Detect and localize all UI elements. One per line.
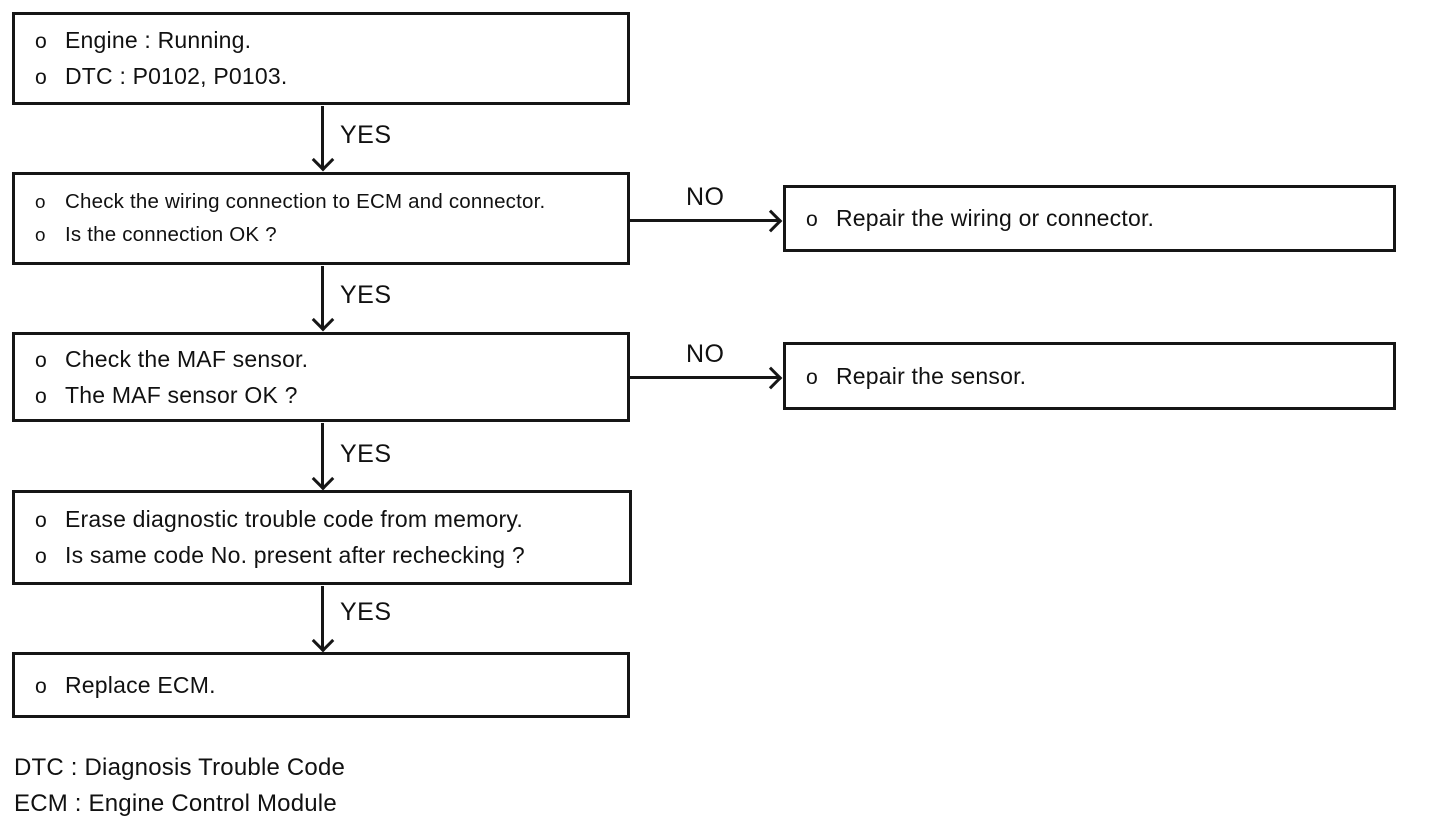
flow-line: o Erase diagnostic trouble code from mem… <box>35 506 615 533</box>
edge-label-yes-2: YES <box>340 281 392 309</box>
arrow-right-icon <box>630 219 780 222</box>
bullet-marker: o <box>35 384 47 408</box>
flow-line: o DTC : P0102, P0103. <box>35 63 613 90</box>
bullet-marker: o <box>35 674 47 698</box>
edge-label-yes-3: YES <box>340 440 392 468</box>
flow-text: Repair the sensor. <box>836 362 1027 389</box>
bullet-marker: o <box>35 545 47 568</box>
bullet-marker: o <box>35 348 47 372</box>
flow-text: Replace ECM. <box>65 671 216 698</box>
flow-line: o Repair the sensor. <box>806 363 1379 390</box>
flow-line: o Check the wiring connection to ECM and… <box>35 190 613 214</box>
edge-label-no-2: NO <box>686 340 725 368</box>
edge-label-yes-4: YES <box>340 598 392 626</box>
flow-text: Check the wiring connection to ECM and c… <box>65 190 546 213</box>
flow-text: Check the MAF sensor. <box>65 345 309 372</box>
flow-line: o Check the MAF sensor. <box>35 346 613 373</box>
edge-label-yes-1: YES <box>340 121 392 149</box>
flow-line: o Repair the wiring or connector. <box>806 205 1379 232</box>
flow-line: o Engine : Running. <box>35 27 613 54</box>
arrow-down-icon <box>321 423 324 488</box>
flow-text: Erase diagnostic trouble code from memor… <box>65 506 523 532</box>
flow-box-repair-wiring: o Repair the wiring or connector. <box>783 185 1396 252</box>
flow-text: DTC : P0102, P0103. <box>65 63 288 89</box>
bullet-marker: o <box>806 365 818 389</box>
flow-box-start: o Engine : Running. o DTC : P0102, P0103… <box>12 12 630 105</box>
flow-line: o Is same code No. present after recheck… <box>35 542 615 569</box>
arrow-down-icon <box>321 106 324 169</box>
legend-line-dtc: DTC : Diagnosis Trouble Code <box>14 754 346 781</box>
bullet-marker: o <box>806 208 818 231</box>
flow-text: Is the connection OK ? <box>65 223 277 246</box>
arrow-down-icon <box>321 586 324 650</box>
bullet-marker: o <box>35 30 47 53</box>
bullet-marker: o <box>35 509 47 532</box>
flow-box-repair-sensor: o Repair the sensor. <box>783 342 1396 410</box>
flow-text: Repair the wiring or connector. <box>836 205 1155 231</box>
flow-box-check-wiring: o Check the wiring connection to ECM and… <box>12 172 630 265</box>
flow-line: o Replace ECM. <box>35 672 613 699</box>
bullet-marker: o <box>35 191 46 212</box>
bullet-marker: o <box>35 224 46 245</box>
edge-label-no-1: NO <box>686 183 725 211</box>
flow-box-check-maf: o Check the MAF sensor. o The MAF sensor… <box>12 332 630 422</box>
flow-box-replace-ecm: o Replace ECM. <box>12 652 630 718</box>
flow-box-erase-code: o Erase diagnostic trouble code from mem… <box>12 490 632 585</box>
arrow-down-icon <box>321 266 324 329</box>
flow-text: The MAF sensor OK ? <box>65 381 298 408</box>
abbreviation-legend: DTC : Diagnosis Trouble Code ECM : Engin… <box>14 754 345 818</box>
arrow-right-icon <box>630 376 780 379</box>
bullet-marker: o <box>35 66 47 89</box>
legend-line-ecm: ECM : Engine Control Module <box>14 790 337 817</box>
flow-text: Engine : Running. <box>65 27 252 53</box>
flow-text: Is same code No. present after recheckin… <box>65 542 525 568</box>
flow-line: o The MAF sensor OK ? <box>35 382 613 409</box>
flow-line: o Is the connection OK ? <box>35 223 613 247</box>
